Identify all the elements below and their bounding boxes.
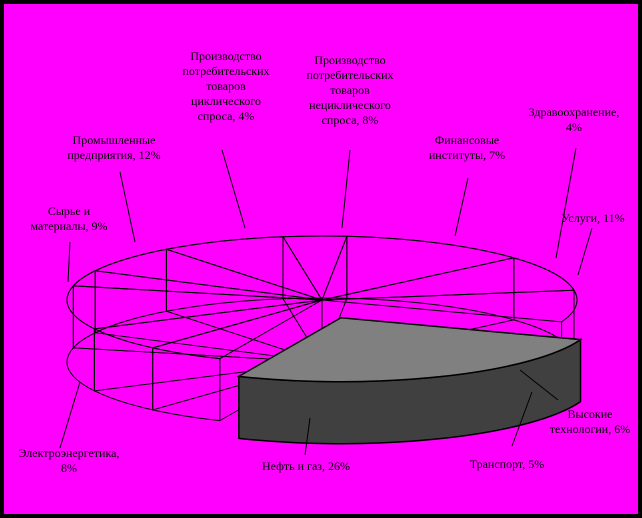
pie-slice-top — [93, 248, 323, 301]
leader-line — [511, 391, 533, 447]
pie-slices — [66, 235, 583, 445]
label-oil-gas: Нефть и газ, 26% — [261, 459, 351, 473]
pie-slice-top — [236, 316, 583, 383]
leader-lines — [59, 147, 593, 456]
label-finance: Финансовые институты, 7% — [428, 133, 506, 162]
pie-slice — [236, 316, 583, 445]
leader-line — [454, 177, 469, 237]
leader-line — [59, 381, 81, 449]
leader-line — [555, 147, 577, 259]
pie-slice-side — [152, 347, 221, 422]
pie-slice-top — [164, 236, 324, 301]
pie-slice-top — [66, 285, 323, 330]
pie-slice-top — [321, 235, 515, 301]
pie-slice-side — [66, 284, 95, 392]
label-transport: Транспорт, 5% — [469, 457, 545, 471]
pie-slice-side — [165, 236, 284, 312]
pie-slice-top — [321, 257, 575, 301]
pie-slice — [93, 248, 323, 363]
leader-line — [67, 241, 71, 283]
label-high-tech: Высокие технологии, 6% — [549, 407, 631, 436]
leader-line — [519, 369, 559, 401]
label-healthcare: Здравоохранение, 4% — [528, 105, 620, 134]
pie-slice-top — [321, 289, 578, 323]
label-cyclical-goods: Производство потребительских товаров цик… — [182, 49, 270, 123]
pie-slice-side — [346, 235, 515, 321]
leader-line — [304, 417, 311, 456]
label-raw-materials: Сырье и материалы, 9% — [30, 204, 108, 233]
leader-line — [221, 149, 246, 229]
label-noncyclical-goods: Производство потребительских товаров нец… — [306, 53, 394, 127]
leader-line — [577, 227, 593, 276]
label-electric-power: Электроэнергетика, 8% — [18, 446, 120, 475]
leader-line — [119, 171, 136, 243]
label-services: Услуги, 11% — [561, 211, 625, 225]
pie-slice-side — [93, 328, 154, 411]
label-industrial: Промышленные предприятия, 12% — [67, 133, 161, 162]
leader-line — [341, 149, 351, 229]
